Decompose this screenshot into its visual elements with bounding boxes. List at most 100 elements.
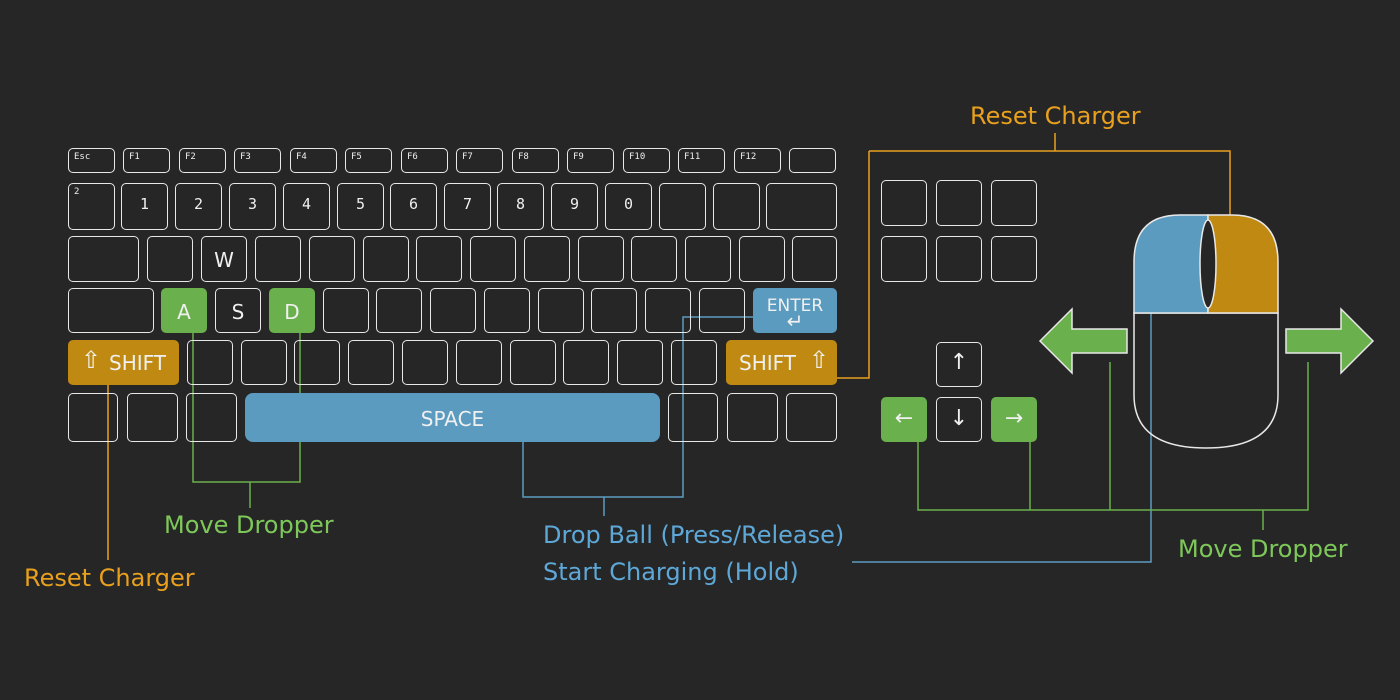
key-label: 5 xyxy=(355,195,366,213)
key-e[interactable] xyxy=(255,236,301,282)
mouse-left-button xyxy=(1133,214,1209,314)
key-arrow-down[interactable]: ↓ xyxy=(936,397,982,442)
key-period[interactable] xyxy=(617,340,663,385)
key-f6[interactable]: F6 xyxy=(401,148,448,173)
key-f9[interactable]: F9 xyxy=(567,148,614,173)
key-page-up[interactable] xyxy=(991,180,1037,226)
key-page-down[interactable] xyxy=(991,236,1037,282)
key-4[interactable]: 4 xyxy=(283,183,330,230)
key-f5[interactable]: F5 xyxy=(345,148,392,173)
key-f11[interactable]: F11 xyxy=(678,148,725,173)
key-7[interactable]: 7 xyxy=(444,183,491,230)
key-label: 7 xyxy=(462,195,473,213)
key-z[interactable] xyxy=(187,340,233,385)
key-minus[interactable] xyxy=(659,183,706,230)
key-insert[interactable] xyxy=(881,180,927,226)
key-f4[interactable]: F4 xyxy=(290,148,337,173)
key-f12[interactable]: F12 xyxy=(734,148,781,173)
key-delete[interactable] xyxy=(881,236,927,282)
key-l[interactable] xyxy=(591,288,637,333)
key-backslash[interactable] xyxy=(792,236,837,282)
key-label: 1 xyxy=(139,195,150,213)
key-home[interactable] xyxy=(936,180,982,226)
key-arrow-right[interactable]: → xyxy=(991,397,1037,442)
key-x[interactable] xyxy=(241,340,287,385)
shift-arrow-icon: ⇧ xyxy=(81,347,102,374)
move-left-arrow-icon xyxy=(1038,307,1128,375)
key-r[interactable] xyxy=(309,236,355,282)
key-t[interactable] xyxy=(363,236,409,282)
mouse-wheel xyxy=(1199,219,1217,309)
key-y[interactable] xyxy=(416,236,462,282)
key-p[interactable] xyxy=(631,236,677,282)
key-semicolon[interactable] xyxy=(645,288,691,333)
key-bracket-right[interactable] xyxy=(739,236,785,282)
key-8[interactable]: 8 xyxy=(497,183,544,230)
key-end[interactable] xyxy=(936,236,982,282)
key-f10[interactable]: F10 xyxy=(623,148,670,173)
key-arrow-left[interactable]: ← xyxy=(881,397,927,442)
key-backspace[interactable] xyxy=(766,183,837,230)
caption-move-dropper-right: Move Dropper xyxy=(1178,535,1348,563)
key-n[interactable] xyxy=(456,340,502,385)
key-equals[interactable] xyxy=(713,183,760,230)
key-f1[interactable]: F1 xyxy=(123,148,170,173)
key-win[interactable] xyxy=(127,393,178,442)
key-ctrl-left[interactable] xyxy=(68,393,118,442)
key-bracket-left[interactable] xyxy=(685,236,731,282)
key-shift-left[interactable]: ⇧ SHIFT xyxy=(68,340,179,385)
key-space[interactable]: SPACE xyxy=(245,393,660,442)
key-label: F7 xyxy=(462,152,473,162)
key-alt-right[interactable] xyxy=(668,393,718,442)
key-label: F12 xyxy=(740,152,757,162)
key-b[interactable] xyxy=(402,340,448,385)
key-j[interactable] xyxy=(484,288,530,333)
key-s[interactable]: S xyxy=(215,288,261,333)
key-menu[interactable] xyxy=(727,393,778,442)
key-arrow-up[interactable]: ↑ xyxy=(936,342,982,387)
key-f8[interactable]: F8 xyxy=(512,148,559,173)
key-u[interactable] xyxy=(470,236,516,282)
key-9[interactable]: 9 xyxy=(551,183,598,230)
key-m[interactable] xyxy=(510,340,556,385)
key-quote[interactable] xyxy=(699,288,745,333)
key-slash[interactable] xyxy=(671,340,717,385)
key-f3[interactable]: F3 xyxy=(234,148,281,173)
key-5[interactable]: 5 xyxy=(337,183,384,230)
key-caps-lock[interactable] xyxy=(68,288,154,333)
key-k[interactable] xyxy=(538,288,584,333)
key-a[interactable]: A xyxy=(161,288,207,333)
key-esc[interactable]: Esc xyxy=(68,148,115,173)
key-shift-right[interactable]: SHIFT ⇧ xyxy=(726,340,837,385)
key-f[interactable] xyxy=(323,288,369,333)
key-2[interactable]: 2 xyxy=(175,183,222,230)
key-blank-fn[interactable] xyxy=(789,148,836,173)
key-h[interactable] xyxy=(430,288,476,333)
key-tab[interactable] xyxy=(68,236,139,282)
key-ctrl-right[interactable] xyxy=(786,393,837,442)
key-o[interactable] xyxy=(578,236,624,282)
key-f2[interactable]: F2 xyxy=(179,148,226,173)
key-comma[interactable] xyxy=(563,340,609,385)
key-label: 2 xyxy=(193,195,204,213)
key-6[interactable]: 6 xyxy=(390,183,437,230)
key-label: 2 xyxy=(74,187,80,197)
key-0[interactable]: 0 xyxy=(605,183,652,230)
key-1[interactable]: 1 xyxy=(121,183,168,230)
key-w[interactable]: W xyxy=(201,236,247,282)
key-label: F10 xyxy=(629,152,646,162)
key-d[interactable]: D xyxy=(269,288,315,333)
key-3[interactable]: 3 xyxy=(229,183,276,230)
key-alt-left[interactable] xyxy=(186,393,237,442)
key-q[interactable] xyxy=(147,236,193,282)
key-label: F11 xyxy=(684,152,701,162)
key-g[interactable] xyxy=(376,288,422,333)
key-i[interactable] xyxy=(524,236,570,282)
key-backtick[interactable]: 2 xyxy=(68,183,115,230)
key-v[interactable] xyxy=(348,340,394,385)
key-c[interactable] xyxy=(294,340,340,385)
left-arrow-icon: ← xyxy=(894,406,914,431)
key-enter[interactable]: ENTER ↵ xyxy=(753,288,837,333)
key-f7[interactable]: F7 xyxy=(456,148,503,173)
key-label: Esc xyxy=(74,152,91,162)
